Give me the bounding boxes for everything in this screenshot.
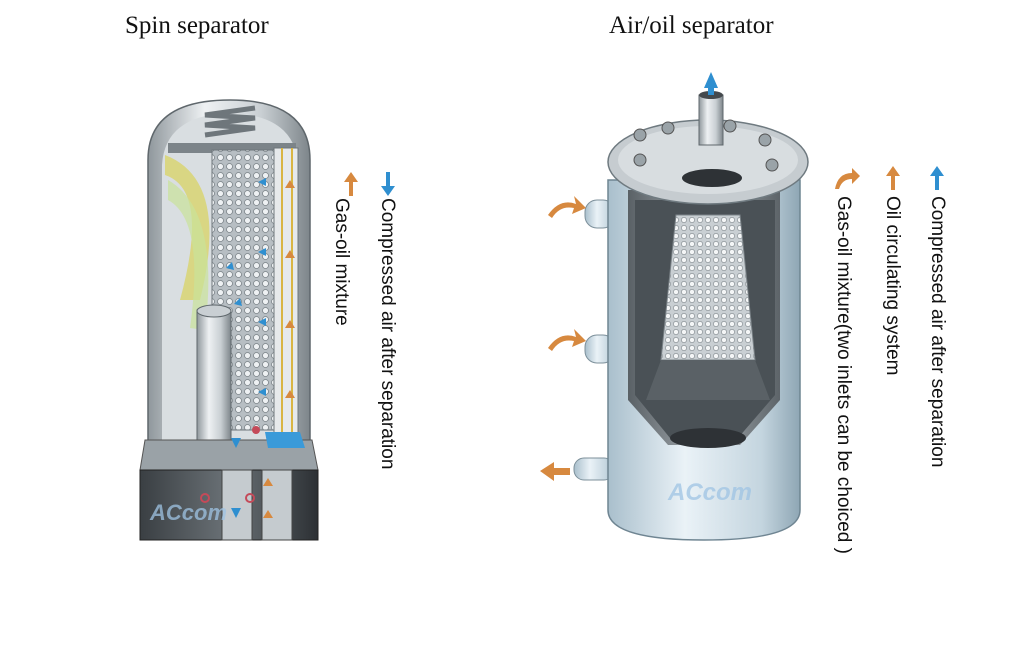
blue-arrow-up-icon — [930, 166, 944, 190]
gas-oil-mixture-label: Gas-oil mixture — [331, 198, 352, 326]
blue-arrow-down-icon — [381, 172, 395, 196]
air-oil-separator-drawing: ACcom — [540, 72, 809, 541]
orange-curved-arrow-icon — [835, 168, 860, 189]
orange-arrow-up-icon — [344, 172, 358, 196]
spin-separator-drawing: ACcom — [139, 99, 319, 541]
gas-oil-mixture-two-inlets-label: Gas-oil mixture(two inlets can be choice… — [833, 196, 854, 554]
right-watermark: ACcom — [667, 479, 752, 506]
left-watermark: ACcom — [149, 500, 227, 525]
compressed-air-label-right: Compressed air after separation — [927, 196, 948, 468]
orange-arrow-up-icon — [886, 166, 900, 190]
compressed-air-label-left: Compressed air after separation — [377, 198, 398, 470]
oil-circulating-system-label: Oil circulating system — [882, 196, 903, 376]
air-oil-separator-title: Air/oil separator — [609, 12, 774, 39]
spin-separator-title: Spin separator — [125, 12, 269, 39]
